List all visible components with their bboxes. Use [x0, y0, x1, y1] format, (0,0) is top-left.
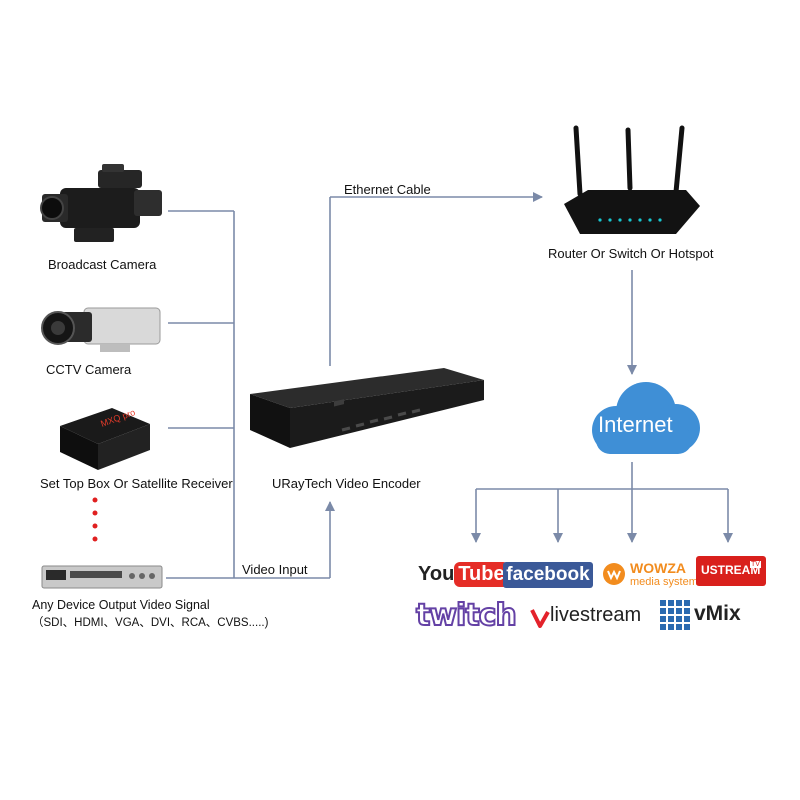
twitch-logo: twitch — [415, 597, 518, 634]
youtube-you-text: You — [418, 563, 455, 585]
twitch-text: twitch — [415, 597, 518, 634]
ustream-text: USTREAM — [701, 563, 761, 577]
cctv-camera-icon — [41, 307, 161, 352]
wowza-mark-icon — [603, 563, 625, 585]
router-icon — [564, 125, 700, 234]
video-encoder-icon — [250, 368, 484, 448]
broadcast-camera-icon — [40, 164, 162, 242]
ethernet-cable-label: Ethernet Cable — [344, 182, 431, 197]
wowza-name-text: WOWZA — [630, 560, 686, 576]
router-label: Router Or Switch Or Hotspot — [548, 246, 714, 261]
vmix-text: vMix — [694, 602, 741, 625]
facebook-logo: facebook — [503, 562, 593, 588]
ustream-logo: USTREAM TV — [696, 556, 766, 586]
any-device-icon — [41, 565, 163, 589]
facebook-text: facebook — [506, 564, 590, 585]
livestream-mark-icon — [530, 609, 550, 628]
livestream-text: livestream — [550, 604, 642, 626]
video-input-label: Video Input — [242, 562, 308, 577]
encoder-label: URayTech Video Encoder — [272, 476, 421, 491]
cctv-camera-label: CCTV Camera — [46, 362, 132, 377]
vmix-grid-icon — [660, 600, 690, 630]
internet-label: Internet — [598, 412, 673, 437]
ustream-tv-text: TV — [750, 561, 761, 568]
internet-cloud-icon — [592, 382, 700, 454]
broadcast-camera-label: Broadcast Camera — [48, 257, 157, 272]
set-top-box-icon: MXQ pro — [60, 407, 150, 470]
more-devices-dots — [92, 497, 98, 542]
any-device-signals: （SDI、HDMI、VGA、DVI、RCA、CVBS.....) — [32, 617, 269, 629]
any-device-label: Any Device Output Video Signal — [32, 598, 210, 612]
wowza-sub-text: media systems — [630, 576, 704, 588]
set-top-box-label: Set Top Box Or Satellite Receiver — [40, 476, 233, 491]
youtube-tube-text: Tube — [454, 562, 509, 587]
